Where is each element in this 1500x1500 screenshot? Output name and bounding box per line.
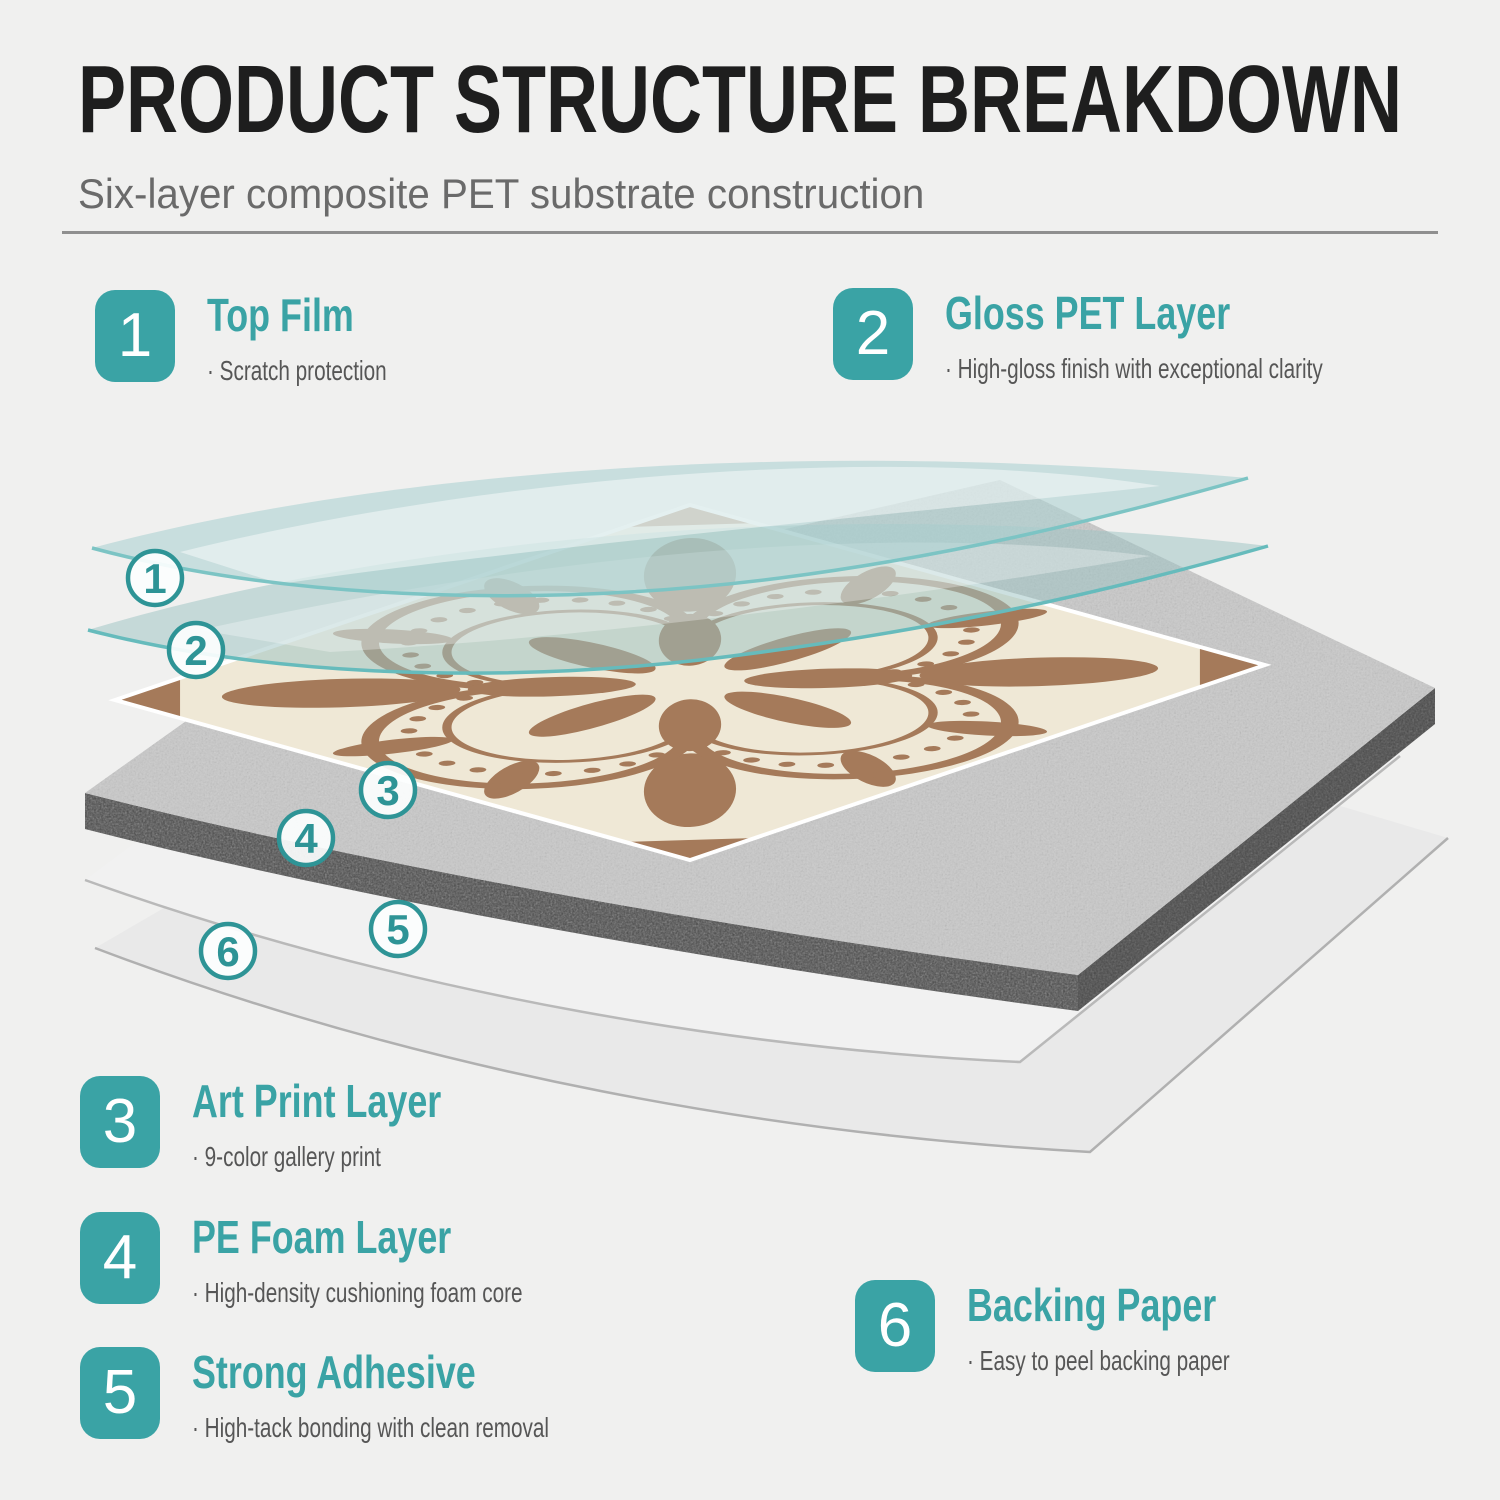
svg-text:3: 3 <box>376 767 399 814</box>
callout-2-badge: 2 <box>833 288 913 380</box>
callout-2-description: · High-gloss finish with exceptional cla… <box>945 352 1323 384</box>
svg-text:6: 6 <box>216 928 239 975</box>
page-subtitle: Six-layer composite PET substrate constr… <box>78 170 925 217</box>
gloss-pet-layer <box>87 523 1269 675</box>
marker-3: 3 <box>358 760 418 820</box>
callout-4-title: PE Foam Layer <box>192 1211 452 1263</box>
callout-4-description: · High-density cushioning foam core <box>192 1276 523 1308</box>
callout-strong-adhesive: 5 Strong Adhesive · High-tack bonding wi… <box>80 1347 674 1444</box>
svg-text:1: 1 <box>143 555 166 602</box>
callout-6-badge: 6 <box>855 1280 935 1372</box>
callout-6-description: · Easy to peel backing paper <box>967 1344 1230 1376</box>
callout-art-print-layer: 3 Art Print Layer · 9-color gallery prin… <box>80 1076 512 1173</box>
callout-3-title: Art Print Layer <box>192 1075 442 1127</box>
callout-4-badge: 4 <box>80 1212 160 1304</box>
callout-top-film: 1 Top Film · Scratch protection <box>95 290 450 387</box>
top-film <box>91 460 1249 598</box>
callout-pe-foam-layer: 4 PE Foam Layer · High-density cushionin… <box>80 1212 639 1309</box>
svg-text:5: 5 <box>386 906 409 953</box>
callout-5-description: · High-tack bonding with clean removal <box>192 1411 550 1443</box>
callout-1-description: · Scratch protection <box>207 354 387 386</box>
marker-5: 5 <box>368 899 428 959</box>
header: PRODUCT STRUCTURE BREAKDOWN Six-layer co… <box>78 52 1458 218</box>
marker-4: 4 <box>276 808 336 868</box>
marker-6: 6 <box>198 921 258 981</box>
callout-1-badge: 1 <box>95 290 175 382</box>
page-title: PRODUCT STRUCTURE BREAKDOWN <box>78 46 1402 153</box>
header-divider <box>62 231 1438 234</box>
callout-5-badge: 5 <box>80 1347 160 1439</box>
svg-text:2: 2 <box>184 627 207 674</box>
layer-markers: 1 2 3 4 5 6 <box>125 548 428 981</box>
marker-2: 2 <box>166 620 226 680</box>
callout-6-title: Backing Paper <box>967 1279 1217 1331</box>
callout-backing-paper: 6 Backing Paper · Easy to peel backing p… <box>855 1280 1322 1377</box>
callout-3-badge: 3 <box>80 1076 160 1168</box>
marker-1: 1 <box>125 548 185 608</box>
callout-gloss-pet-layer: 2 Gloss PET Layer · High-gloss finish wi… <box>833 288 1455 385</box>
callout-1-title: Top Film <box>207 289 354 341</box>
callout-3-description: · 9-color gallery print <box>192 1140 381 1172</box>
callout-5-title: Strong Adhesive <box>192 1346 476 1398</box>
callout-2-title: Gloss PET Layer <box>945 287 1231 339</box>
svg-text:4: 4 <box>294 815 318 862</box>
